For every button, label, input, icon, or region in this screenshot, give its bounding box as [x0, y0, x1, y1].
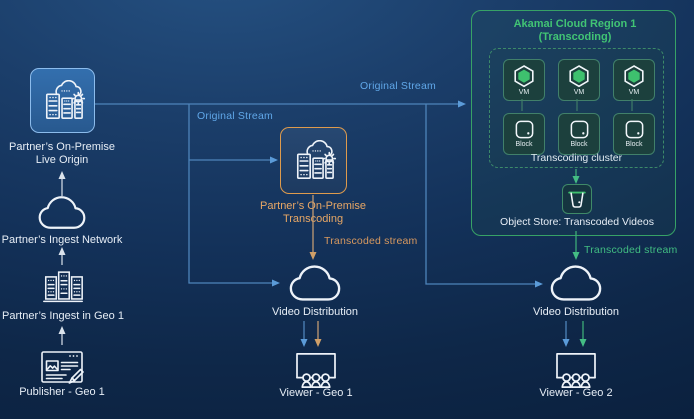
live-origin-label-line1: Partner’s On-Premise — [9, 141, 115, 153]
onprem-transcoding-label-line2: Transcoding — [282, 213, 344, 225]
block-storage-node: Block — [613, 113, 655, 155]
vm-hexagon-icon — [624, 64, 644, 87]
vm-hexagon-icon — [514, 64, 534, 87]
object-store-node — [562, 184, 592, 214]
transcoded-stream-label-cloud: Transcoded stream — [584, 244, 678, 256]
live-origin-label-line2: Live Origin — [35, 154, 89, 166]
video-distribution-geo1-cloud-icon — [289, 265, 341, 301]
vm-label: VM — [573, 88, 585, 96]
video-distribution-geo1-label: Video Distribution — [271, 306, 359, 318]
vm-node: VM — [613, 59, 655, 101]
viewer-geo1-label: Viewer - Geo 1 — [279, 387, 353, 399]
viewer-geo1-icon — [296, 352, 336, 388]
block-storage-node: Block — [503, 113, 545, 155]
object-store-bucket-icon — [568, 191, 586, 208]
servers-cloud-gear-icon — [296, 139, 336, 179]
vm-node: VM — [558, 59, 600, 101]
block-storage-node: Block — [558, 113, 600, 155]
onprem-transcoding-node — [280, 127, 347, 194]
vm-hexagon-icon — [569, 64, 589, 87]
original-stream-label-top: Original Stream — [360, 80, 436, 92]
block-label: Block — [570, 141, 588, 148]
block-label: Block — [515, 141, 533, 148]
object-store-label: Object Store: Transcoded Videos — [500, 216, 654, 228]
akamai-region-title: Akamai Cloud Region 1 (Transcoding) — [514, 18, 637, 44]
ingest-network-label: Partner’s Ingest Network — [1, 234, 123, 246]
transcoding-cluster-label: Transcoding cluster — [530, 152, 623, 164]
vm-label: VM — [518, 88, 530, 96]
block-storage-icon — [570, 120, 588, 139]
servers-cloud-gear-icon — [45, 79, 85, 119]
onprem-transcoding-label: Partner’s On-Premise Transcoding — [260, 200, 366, 226]
block-label: Block — [625, 141, 643, 148]
block-storage-icon — [625, 120, 643, 139]
akamai-cloud-region: Akamai Cloud Region 1 (Transcoding) VM V… — [471, 10, 676, 236]
transcoded-stream-label-onprem: Transcoded stream — [324, 235, 418, 247]
block-storage-icon — [515, 120, 533, 139]
publisher-label: Publisher - Geo 1 — [19, 386, 105, 398]
ingest-geo1-label: Partner’s Ingest in Geo 1 — [2, 310, 124, 322]
ingest-network-cloud-icon — [38, 196, 86, 229]
akamai-region-title-line2: (Transcoding) — [538, 31, 612, 43]
vm-node: VM — [503, 59, 545, 101]
video-distribution-geo2-label: Video Distribution — [532, 306, 620, 318]
vm-label: VM — [628, 88, 640, 96]
viewer-geo2-icon — [556, 352, 596, 388]
publisher-icon — [41, 351, 84, 384]
live-origin-node — [30, 68, 95, 133]
akamai-region-title-line1: Akamai Cloud Region 1 — [513, 18, 637, 30]
ingest-racks-icon — [43, 271, 83, 303]
transcoding-cluster: VM VM VM Block Block Block Trans — [489, 48, 664, 168]
original-stream-label-mid: Original Stream — [197, 110, 273, 122]
live-origin-label: Partner’s On-Premise Live Origin — [9, 141, 115, 167]
viewer-geo2-label: Viewer - Geo 2 — [539, 387, 613, 399]
onprem-transcoding-label-line1: Partner’s On-Premise — [260, 200, 366, 212]
video-distribution-geo2-cloud-icon — [550, 265, 602, 301]
